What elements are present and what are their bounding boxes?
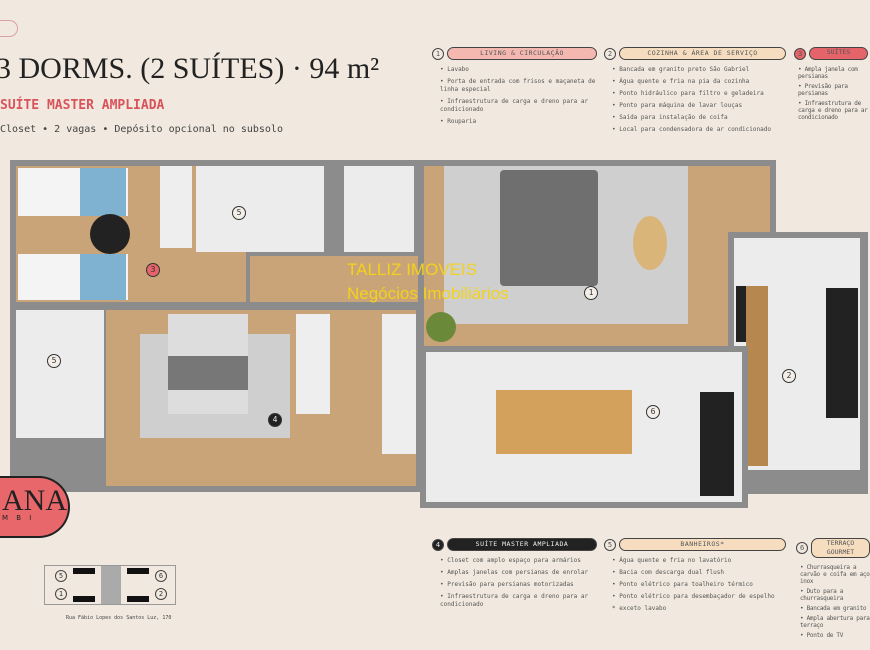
left-block-wall (10, 160, 422, 492)
watermark-line2: Negócios Imobiliários (347, 284, 509, 303)
page-title: 3 DORMS. (2 SUÍTES) · 94 m² (0, 52, 380, 85)
legend-item: • Rouparia (440, 118, 477, 125)
dining-table (496, 390, 632, 454)
cooktop (736, 286, 768, 342)
room-number: 3 (146, 263, 160, 277)
rug (90, 214, 130, 254)
legend-number: 1 (432, 47, 444, 60)
legend-title: COZINHA & ÁREA DE SERVIÇO (619, 47, 786, 60)
unit-number: 1 (55, 588, 67, 600)
room-number: 1 (584, 286, 598, 300)
unit-number: 5 (55, 570, 67, 582)
legend-title: BANHEIROS* (619, 538, 786, 551)
plant (426, 312, 456, 342)
legend-item: • Previsão para persianas (798, 83, 848, 97)
bed (18, 254, 128, 300)
legend-item: • Água quente e fria no lavatório (612, 557, 732, 564)
legend-number: 3 (794, 47, 806, 60)
kitchen-counter (826, 288, 858, 418)
legend-title: TERRAÇO GOURMET (811, 538, 870, 558)
room-number: 4 (268, 413, 282, 427)
bathroom-floor (16, 310, 104, 438)
terrace-wall (420, 346, 748, 508)
legend-note: * exceto lavabo (612, 605, 667, 612)
legend-number: 5 (604, 538, 616, 551)
legend-item: • Bacia com descarga dual flush (612, 569, 724, 576)
legend-item: • Amplas janelas com persianas de enrola… (440, 569, 589, 576)
blanket (80, 254, 126, 300)
room-number: 2 (782, 369, 796, 383)
legend-item: • Lavabo (440, 66, 469, 73)
legend-item: • Porta de entrada com frisos e maçaneta… (440, 78, 596, 93)
legend-item: • Ampla janela com persianas (798, 66, 858, 80)
legend-item: • Previsão para persianas motorizadas (440, 581, 574, 588)
grill-counter (700, 392, 734, 496)
legend-item: • Infraestrutura de carga e dreno para a… (440, 98, 589, 113)
sofa (500, 170, 598, 286)
wardrobe (160, 166, 192, 248)
bedroom-floor (16, 166, 246, 302)
badge-pill (0, 20, 18, 37)
legend-number: 6 (796, 542, 808, 554)
room-number: 6 (646, 405, 660, 419)
legend-item: • Bancada em granito preto São Gabriel (612, 66, 750, 73)
legend-title: LIVING & CIRCULAÇÃO (447, 47, 597, 60)
master-rug (140, 334, 290, 438)
legend-number: 2 (604, 47, 616, 60)
legend-item: • Infraestrutura de carga e dreno para a… (798, 100, 868, 121)
legend-item: • Local para condensadora de ar condicio… (612, 126, 771, 133)
closet (382, 314, 416, 454)
legend-item: • Infraestrutura de carga e dreno para a… (440, 593, 589, 608)
living-wall (418, 160, 776, 352)
living-floor (424, 166, 770, 346)
logo-text: ANA (2, 484, 67, 517)
bathroom-floor (344, 166, 414, 252)
legend-item: • Água quente e fria na pia da cozinha (612, 78, 750, 85)
bathroom-floor (196, 166, 324, 252)
key-plan: 5 6 1 2 (44, 565, 176, 605)
kitchen-floor (734, 238, 860, 470)
master-bed (168, 314, 248, 414)
master-suite-floor (106, 310, 416, 486)
unit-number: 2 (155, 588, 167, 600)
island (746, 286, 768, 466)
legend-item: • Ponto para máquina de lavar louças (612, 102, 743, 109)
legend-item: • Ponto hidráulico para filtro e geladei… (612, 90, 764, 97)
legend-item: • Ponto de TV (800, 632, 844, 639)
closet (296, 314, 330, 414)
address: Rua Fábio Lopes dos Santos Luz, 170 (66, 615, 172, 621)
room-number: 5 (47, 354, 61, 368)
legend-item: • Saída para instalação de coifa (612, 114, 728, 121)
legend-item: • Ponto elétrico para toalheiro térmico (612, 581, 753, 588)
bed (18, 168, 128, 216)
legend-item: • Duto para a churrasqueira (800, 588, 844, 602)
legend-item: • Closet com amplo espaço para armários (440, 557, 581, 564)
legend-title: SUÍTE MASTER AMPLIADA (447, 538, 597, 551)
legend-title: SUÍTES (809, 47, 868, 60)
kitchen-wall (728, 232, 868, 494)
logo-sub: M B I (2, 514, 35, 522)
coffee-table (633, 216, 667, 270)
features: Closet • 2 vagas • Depósito opcional no … (0, 124, 283, 135)
legend-number: 4 (432, 538, 444, 551)
legend-item: • Ponto elétrico para desembaçador de es… (612, 593, 775, 600)
blanket (80, 168, 126, 216)
subtitle: SUÍTE MASTER AMPLIADA (0, 98, 165, 113)
unit-number: 6 (155, 570, 167, 582)
legend-item: • Ampla abertura para terraço (800, 615, 870, 629)
legend-item: • Churrasqueira a carvão e coifa em aço … (800, 564, 870, 585)
terrace-floor (426, 352, 742, 502)
watermark-line1: TALLIZ IMOVEIS (347, 260, 478, 279)
legend-item: • Bancada em granito (800, 605, 867, 612)
master-blanket (168, 356, 248, 390)
room-number: 5 (232, 206, 246, 220)
